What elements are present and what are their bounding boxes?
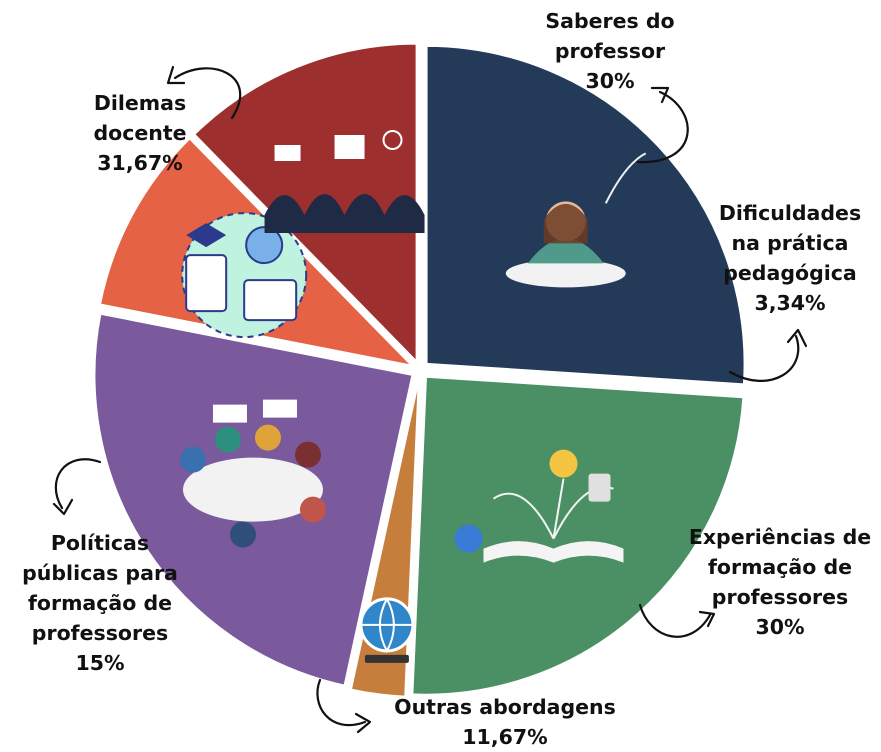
slice-dilemas [425,44,746,386]
arrow-politicas [54,458,102,510]
arrowhead-saberes [650,86,670,104]
label-outras-line1: Outras abordagens [394,695,616,719]
label-dificuldades-line3: pedagógica [723,261,857,285]
label-politicas-line2: públicas para [22,561,178,585]
label-dificuldades: Dificuldades na prática pedagógica 3,34% [700,198,880,318]
label-experiencias-line1: Experiências de [688,525,872,549]
arrow-saberes [636,90,689,164]
label-politicas-line1: Políticas [50,531,150,555]
slice-saberes [411,375,745,696]
team-meeting-icon [179,399,326,548]
label-saberes: Saberes do professor 30% [520,6,700,96]
label-politicas-line3: formação de [27,591,173,615]
label-dificuldades-line2: na prática [731,231,849,255]
arrowhead-dificuldades [786,328,808,348]
label-politicas-value: 15% [75,651,125,675]
arrow-dificuldades [728,334,800,382]
label-experiencias-line2: formação de [707,555,853,579]
label-dilemas-line2: docente [93,121,187,145]
protest-crowd-icon [264,129,425,233]
label-politicas: Políticas públicas para formação de prof… [10,528,190,678]
label-saberes-line1: Saberes do [545,9,675,33]
arrowhead-experiencias [698,610,716,628]
label-saberes-value: 30% [585,69,635,93]
label-experiencias-line3: professores [711,585,849,609]
arrowhead-outras [354,712,372,734]
label-experiencias: Experiências de formação de professores … [682,522,878,642]
label-experiencias-value: 30% [755,615,805,639]
education-plan-icon [181,212,308,339]
label-dificuldades-value: 3,34% [754,291,826,315]
arrow-dilemas [173,67,242,120]
slice-politicas [192,42,418,365]
open-book-ideas-icon [454,449,624,563]
label-dilemas-line1: Dilemas [93,91,187,115]
label-dilemas-value: 31,67% [97,151,183,175]
arrowhead-dilemas [166,65,186,85]
label-dificuldades-line1: Dificuldades [718,201,862,225]
stressed-teacher-icon [505,152,647,288]
label-saberes-line2: professor [554,39,666,63]
globe-technology-icon [359,597,415,663]
label-outras: Outras abordagens 11,67% [370,692,640,752]
arrow-outras [316,678,367,727]
label-politicas-line4: professores [31,621,169,645]
label-dilemas: Dilemas docente 31,67% [50,88,230,178]
arrow-experiencias [638,603,712,638]
arrowhead-politicas [52,498,74,516]
label-outras-value: 11,67% [462,725,548,749]
